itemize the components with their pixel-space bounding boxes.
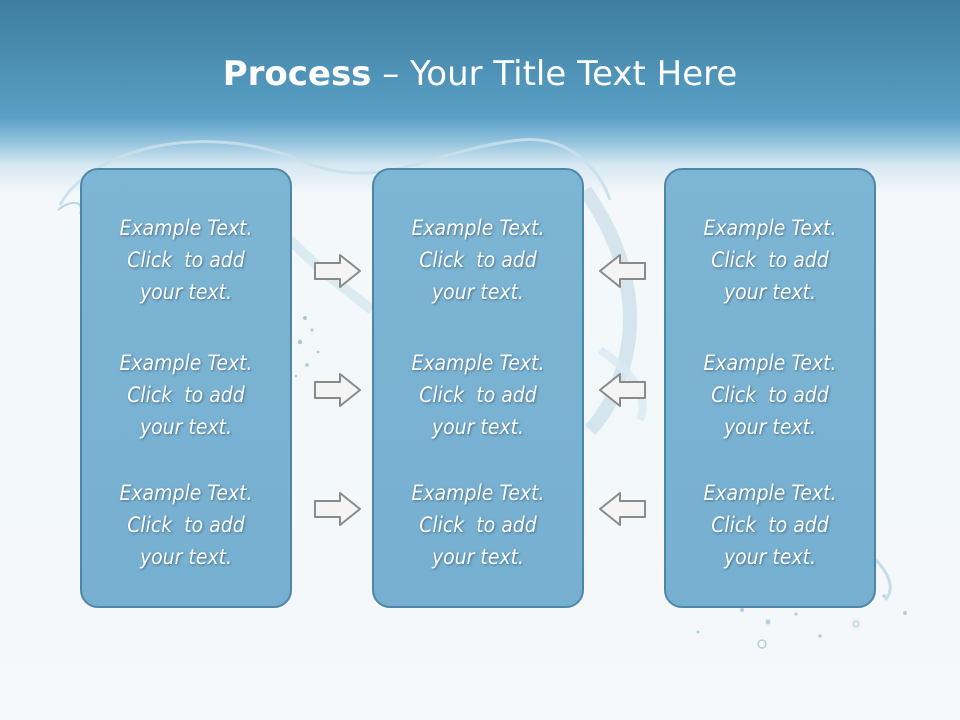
text-line: your text.: [139, 545, 233, 569]
text-line: Example Text.: [119, 351, 253, 375]
text-block[interactable]: Example Text. Click to add your text.: [666, 477, 874, 573]
arrow-left-icon[interactable]: [598, 491, 646, 527]
text-line: Example Text.: [703, 481, 837, 505]
text-line: your text.: [431, 545, 525, 569]
text-line: Example Text.: [119, 481, 253, 505]
text-line: your text.: [723, 545, 817, 569]
arrow-left-icon[interactable]: [598, 253, 646, 289]
text-line: your text.: [139, 280, 233, 304]
panel-center[interactable]: Example Text. Click to add your text. Ex…: [372, 168, 584, 608]
arrow-right-icon[interactable]: [314, 491, 362, 527]
text-line: Click to add: [127, 383, 245, 407]
arrow-right-icon[interactable]: [314, 372, 362, 408]
arrow-right-icon[interactable]: [314, 253, 362, 289]
text-line: Example Text.: [119, 216, 253, 240]
arrow-left-icon[interactable]: [598, 372, 646, 408]
text-line: Click to add: [711, 513, 829, 537]
text-block[interactable]: Example Text. Click to add your text.: [374, 212, 582, 308]
text-line: your text.: [723, 415, 817, 439]
text-line: Example Text.: [411, 351, 545, 375]
title-bold: Process: [222, 54, 372, 94]
text-line: your text.: [723, 280, 817, 304]
text-line: your text.: [139, 415, 233, 439]
text-line: Example Text.: [411, 481, 545, 505]
text-block[interactable]: Example Text. Click to add your text.: [82, 212, 290, 308]
text-line: Example Text.: [703, 216, 837, 240]
text-line: Click to add: [711, 383, 829, 407]
panel-right[interactable]: Example Text. Click to add your text. Ex…: [664, 168, 876, 608]
text-line: Click to add: [419, 513, 537, 537]
text-line: Click to add: [127, 248, 245, 272]
text-line: Click to add: [419, 383, 537, 407]
slide-title[interactable]: Process – Your Title Text Here: [0, 52, 960, 96]
text-line: Click to add: [711, 248, 829, 272]
text-line: your text.: [431, 280, 525, 304]
text-line: Click to add: [419, 248, 537, 272]
text-line: your text.: [431, 415, 525, 439]
title-rest: – Your Title Text Here: [371, 54, 738, 94]
text-line: Example Text.: [703, 351, 837, 375]
text-block[interactable]: Example Text. Click to add your text.: [374, 347, 582, 443]
text-block[interactable]: Example Text. Click to add your text.: [374, 477, 582, 573]
panel-left[interactable]: Example Text. Click to add your text. Ex…: [80, 168, 292, 608]
text-block[interactable]: Example Text. Click to add your text.: [666, 347, 874, 443]
text-line: Example Text.: [411, 216, 545, 240]
text-line: Click to add: [127, 513, 245, 537]
text-block[interactable]: Example Text. Click to add your text.: [666, 212, 874, 308]
text-block[interactable]: Example Text. Click to add your text.: [82, 347, 290, 443]
text-block[interactable]: Example Text. Click to add your text.: [82, 477, 290, 573]
